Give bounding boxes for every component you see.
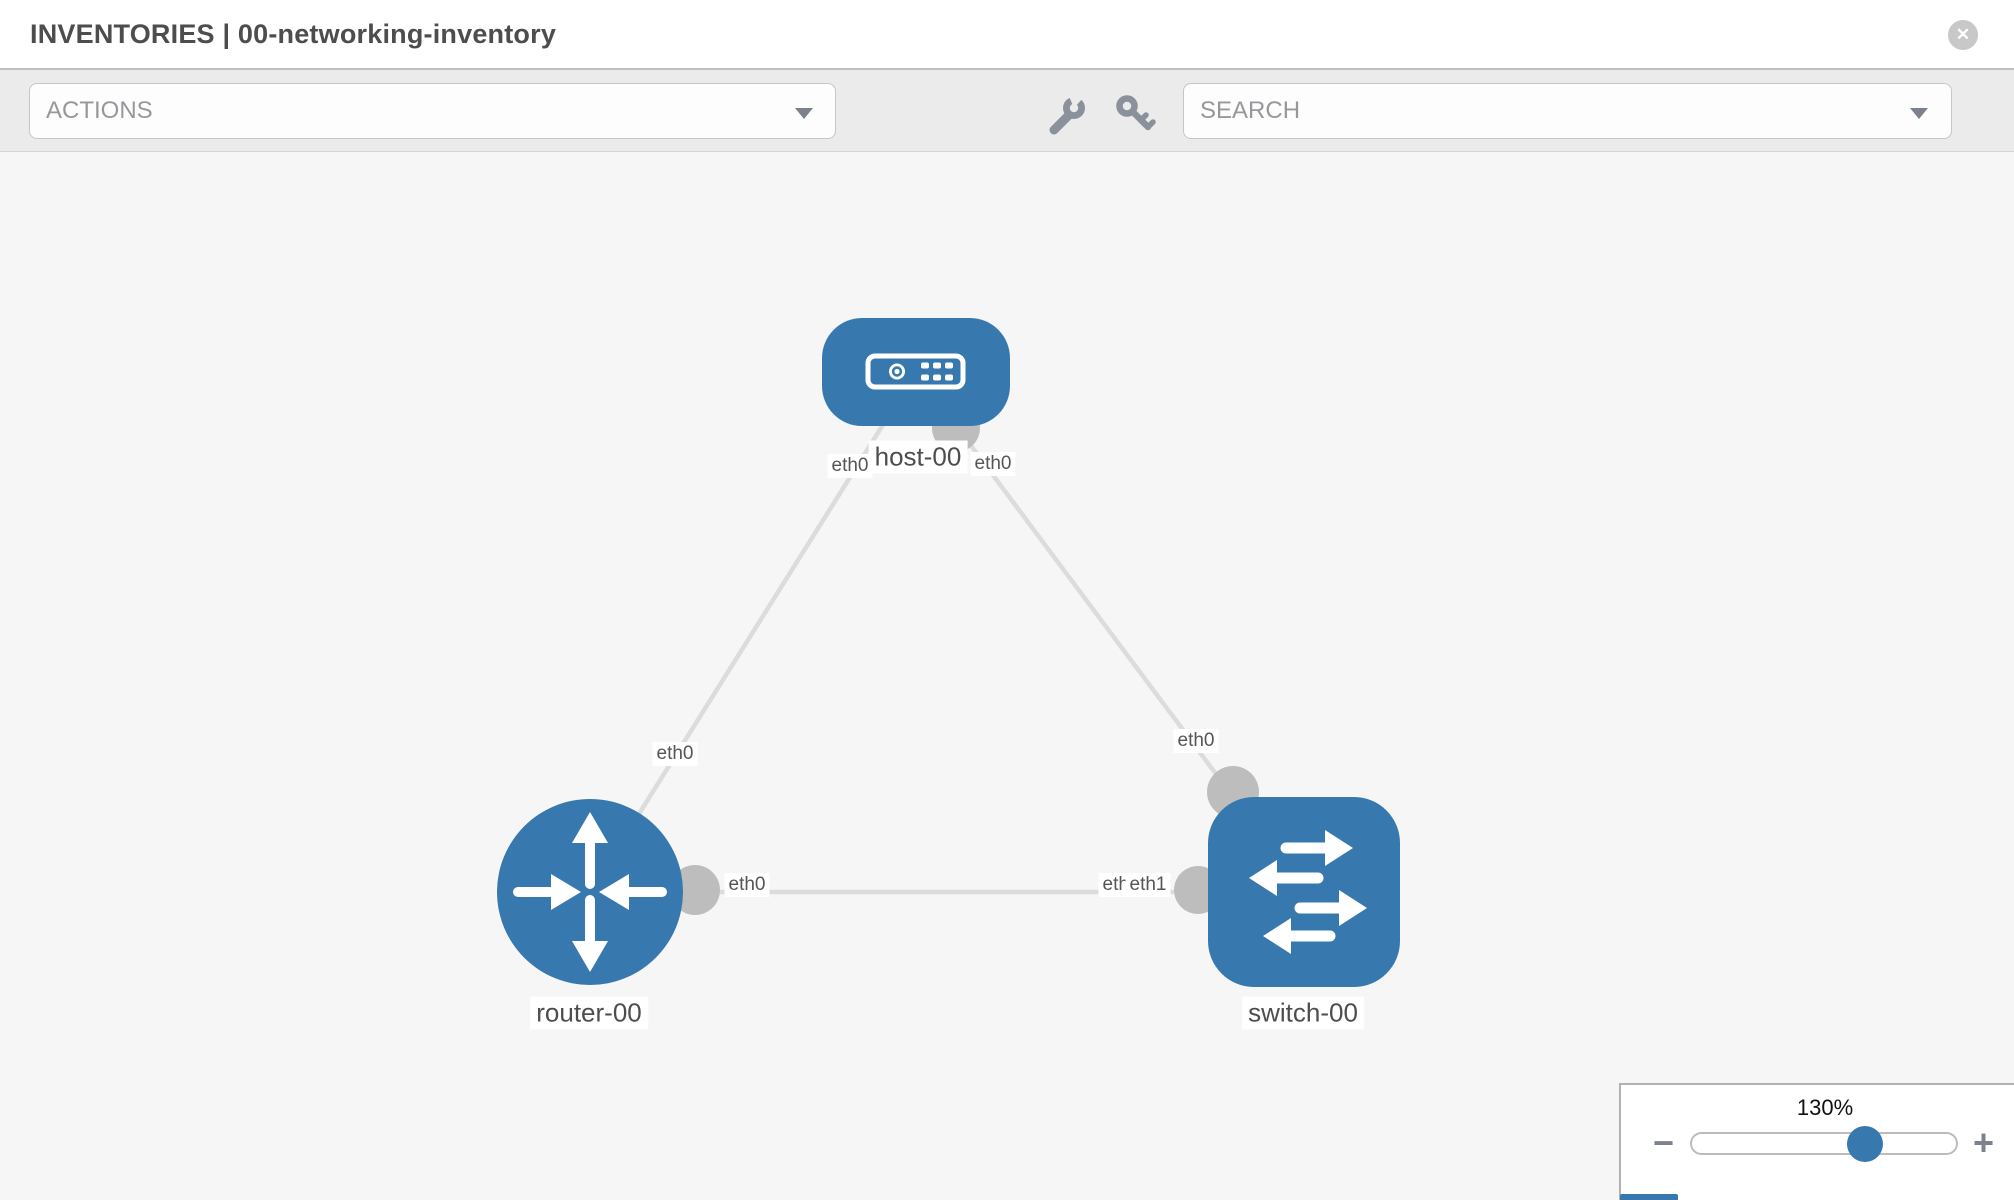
router-icon bbox=[513, 812, 667, 972]
zoom-level: 130% bbox=[1796, 1095, 1854, 1120]
chevron-down-icon[interactable] bbox=[1910, 108, 1928, 119]
node-label-switch: switch-00 bbox=[1242, 996, 1364, 1030]
node-router-00[interactable] bbox=[497, 799, 683, 985]
partial-node-fragment bbox=[1620, 1194, 1678, 1200]
actions-dropdown[interactable] bbox=[29, 83, 836, 139]
topology-canvas[interactable]: eth0 eth0 eth0 eth0 eth0 eth0 eth1 host-… bbox=[0, 152, 2014, 1200]
actions-input[interactable] bbox=[30, 84, 835, 138]
credentials-button[interactable] bbox=[1113, 93, 1157, 137]
search-input[interactable] bbox=[1184, 84, 1951, 138]
search-dropdown[interactable] bbox=[1183, 83, 1952, 139]
chevron-down-icon[interactable] bbox=[795, 108, 813, 119]
zoom-slider[interactable] bbox=[1690, 1132, 1958, 1155]
page-title: INVENTORIES | 00-networking-inventory bbox=[30, 19, 557, 49]
key-icon bbox=[1113, 95, 1157, 140]
node-label-router: router-00 bbox=[530, 996, 648, 1030]
switch-icon bbox=[1249, 830, 1367, 954]
interface-label: eth1 bbox=[1125, 873, 1171, 897]
interface-label: eth0 bbox=[970, 452, 1016, 476]
close-button[interactable]: ✕ bbox=[1948, 20, 1978, 50]
zoom-out-button[interactable]: − bbox=[1653, 1122, 1675, 1163]
interface-label: eth0 bbox=[652, 742, 698, 766]
zoom-slider-thumb[interactable] bbox=[1847, 1126, 1883, 1162]
configure-button[interactable] bbox=[1045, 93, 1089, 137]
connector-router-eth0 bbox=[670, 865, 720, 915]
zoom-in-button[interactable]: + bbox=[1973, 1122, 1995, 1163]
view-header: INVENTORIES | 00-networking-inventory ✕ bbox=[0, 0, 2014, 70]
host-icon bbox=[865, 353, 966, 390]
topology-graph bbox=[497, 318, 1400, 987]
interface-label: eth0 bbox=[1173, 729, 1219, 753]
wrench-icon bbox=[1045, 94, 1089, 140]
node-label-host: host-00 bbox=[868, 440, 968, 474]
interface-connectors bbox=[670, 404, 1259, 915]
node-switch-00[interactable] bbox=[1208, 797, 1400, 987]
close-icon: ✕ bbox=[1955, 25, 1971, 44]
node-host-00[interactable] bbox=[822, 318, 1010, 426]
toolbar bbox=[0, 70, 2014, 152]
interface-label: eth0 bbox=[724, 873, 770, 897]
interface-label: eth0 bbox=[827, 454, 873, 478]
zoom-panel: 130% − + bbox=[1619, 1083, 2014, 1200]
